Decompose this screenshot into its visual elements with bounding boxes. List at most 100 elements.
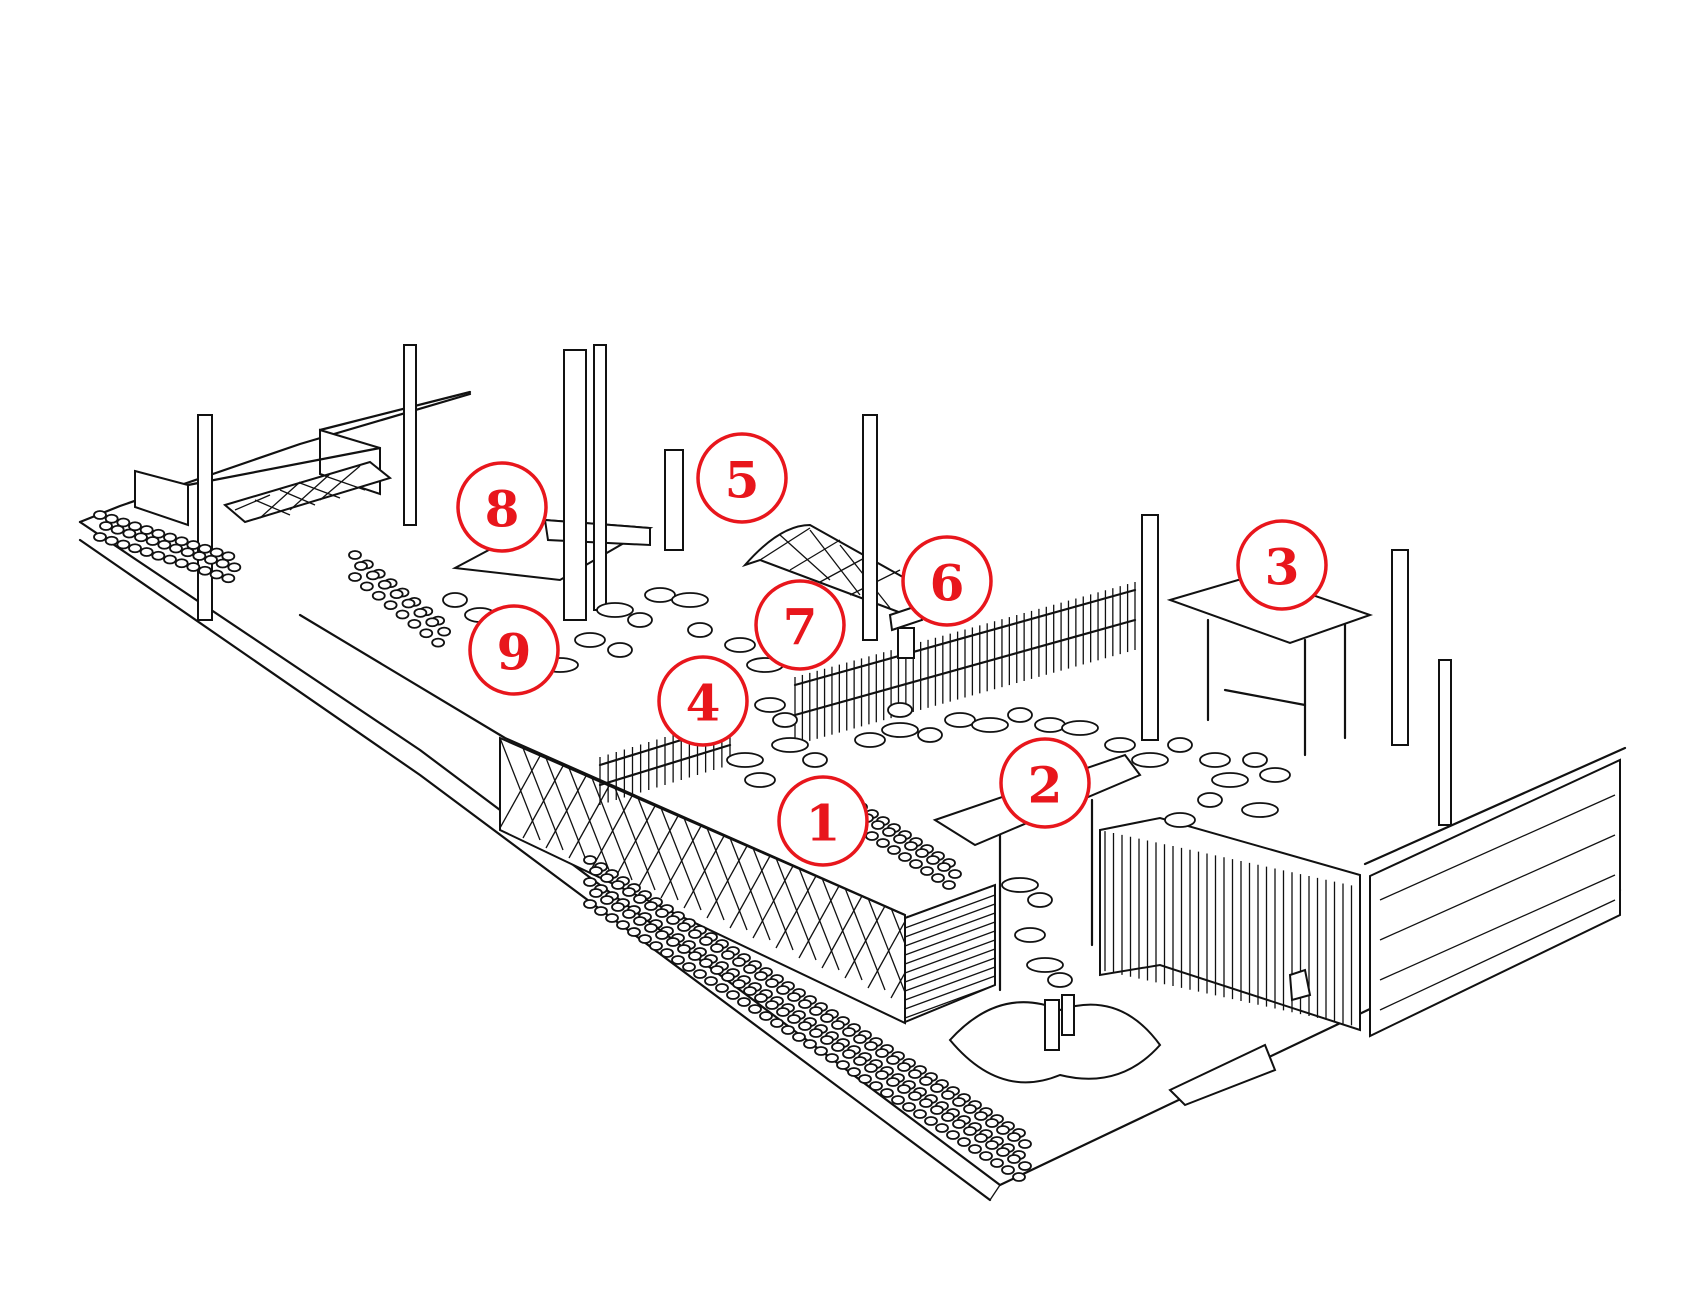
gravel-stone: [104, 535, 119, 546]
gravel-stone: [677, 944, 691, 954]
gravel-stone: [886, 1055, 900, 1065]
gravel-stone: [699, 936, 713, 946]
gravel-stone: [638, 934, 652, 944]
gravel-stone: [820, 1013, 834, 1023]
gravel-stone: [693, 969, 707, 979]
marker-5: 5: [696, 432, 788, 524]
stepping-stone: [1047, 972, 1073, 988]
stepping-stone: [671, 592, 709, 608]
gravel-stone: [209, 569, 224, 580]
gravel-stone: [919, 1076, 933, 1086]
gravel-stone: [963, 1104, 977, 1114]
gravel-stone: [814, 1046, 828, 1056]
marker-label: 3: [1265, 538, 1300, 597]
gravel-stone: [781, 1025, 795, 1035]
marker-label: 8: [485, 480, 520, 539]
gravel-stone: [897, 1062, 911, 1072]
stepping-stone: [1242, 752, 1268, 768]
gravel-stone: [425, 617, 440, 628]
gravel-stone: [611, 880, 625, 890]
gravel-stone: [174, 536, 189, 547]
gravel-stone: [682, 962, 696, 972]
gravel-stone: [1007, 1154, 1021, 1164]
gravel-stone: [853, 1034, 867, 1044]
stepping-stone: [917, 727, 943, 743]
gravel-stone: [920, 866, 934, 876]
gravel-stone: [99, 521, 113, 531]
gravel-stone: [677, 922, 691, 932]
stepping-stone: [1026, 957, 1064, 973]
gravel-stone: [622, 887, 636, 897]
gravel-stone: [825, 1053, 839, 1063]
gravel-stone: [93, 532, 107, 542]
gravel-stone: [122, 528, 137, 539]
gravel-stone: [915, 848, 929, 858]
gravel-stone: [699, 958, 713, 968]
gravel-stone: [715, 983, 729, 993]
gravel-stone: [583, 855, 597, 865]
gravel-stone: [110, 524, 125, 535]
gravel-stone: [688, 951, 702, 961]
gravel-stone: [875, 1048, 889, 1058]
outer-wall-right: [1363, 746, 1627, 1038]
gravel-stone: [583, 899, 597, 909]
marker-label: 1: [806, 794, 841, 853]
gravel-stone: [616, 920, 630, 930]
gravel-stone: [743, 986, 757, 996]
gravel-stone: [666, 915, 680, 925]
gravel-stone: [437, 626, 452, 637]
gravel-stone: [985, 1140, 999, 1150]
stepping-stone: [1007, 707, 1033, 723]
bamboo-wall-front: [904, 883, 996, 1024]
bamboo-fence-center: [793, 582, 1137, 745]
stepping-stone: [687, 622, 713, 638]
gravel-stone: [389, 589, 404, 600]
lattice-fence-back: [222, 460, 393, 524]
gravel-stone: [770, 1018, 784, 1028]
gravel-stone: [754, 993, 768, 1003]
gravel-stone: [919, 1098, 933, 1108]
gravel-stone: [605, 913, 619, 923]
stepping-stone: [1259, 767, 1291, 783]
gravel-stone: [204, 554, 218, 565]
gravel-stone: [937, 862, 951, 872]
gravel-stone: [948, 869, 962, 879]
gravel-stone: [1018, 1139, 1032, 1149]
marker-9: 9: [468, 604, 560, 696]
marker-1: 1: [777, 775, 869, 867]
gravel-stone: [589, 888, 603, 898]
gravel-stone: [401, 598, 416, 609]
gravel-stone: [622, 909, 636, 919]
gravel-stone: [776, 1007, 790, 1017]
gravel-stone: [93, 510, 107, 520]
gravel-stone: [941, 1090, 955, 1100]
gravel-stone: [600, 873, 614, 883]
gravel-stone: [924, 1116, 938, 1126]
gravel-stone: [798, 999, 812, 1009]
gravel-stone: [891, 1095, 905, 1105]
gravel-stone: [371, 590, 386, 601]
gravel-stone: [858, 1074, 872, 1084]
gravel-stone: [737, 997, 751, 1007]
gravel-stone: [869, 1081, 883, 1091]
gravel-stone: [655, 930, 669, 940]
gravel-stone: [139, 547, 154, 557]
marker-4: 4: [657, 655, 749, 747]
gravel-stone: [820, 1035, 834, 1045]
stepping-stone: [754, 697, 786, 713]
gravel-stone: [754, 971, 768, 981]
gravel-stone: [930, 1083, 944, 1093]
gravel-stone: [787, 992, 801, 1002]
gravel-stone: [1018, 1161, 1032, 1171]
gravel-stone: [897, 1084, 911, 1094]
gravel-stone: [413, 607, 428, 618]
gravel-stone: [139, 525, 154, 535]
gravel-stone: [649, 941, 663, 951]
gravel-stone: [688, 929, 702, 939]
stepping-stone: [726, 752, 764, 768]
stepping-stone: [1241, 802, 1279, 818]
gravel-stone: [163, 554, 177, 565]
marker-label: 5: [725, 451, 760, 510]
gravel-stone: [946, 1130, 960, 1140]
gravel-stone: [704, 976, 718, 986]
